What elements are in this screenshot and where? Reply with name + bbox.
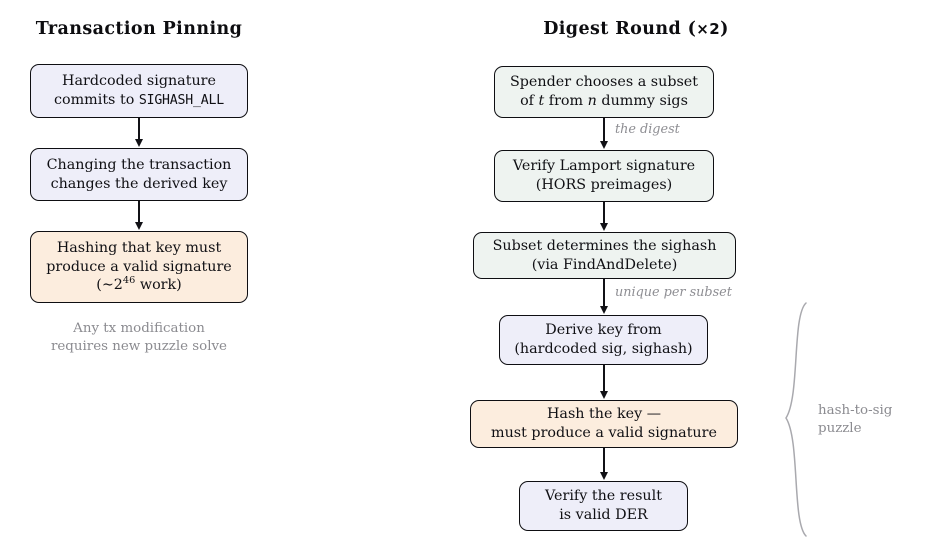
node-line: produce a valid signature xyxy=(46,258,232,275)
arrow-hash-to-verify-der xyxy=(603,448,605,473)
math-var-t: t xyxy=(538,93,545,109)
node-line: (HORS preimages) xyxy=(535,177,673,193)
node-line: (via FindAndDelete) xyxy=(531,256,678,273)
node-hash-the-key: Hash the key — must produce a valid sign… xyxy=(470,400,738,448)
node-line: Verify Lamport signature xyxy=(512,158,696,175)
page-title-digest-round: Digest Round (×2) xyxy=(466,19,806,39)
note-line: requires new puzzle solve xyxy=(50,339,227,355)
node-verify-der: Verify the result is valid DER xyxy=(519,481,688,531)
node-line: Derive key from xyxy=(545,322,662,339)
note-any-tx-modification: Any tx modification requires new puzzle … xyxy=(30,320,248,356)
arrow-subset-to-derive-key xyxy=(603,279,605,307)
node-derive-key: Derive key from (hardcoded sig, sighash) xyxy=(499,315,708,365)
node-hashing-key: Hashing that key must produce a valid si… xyxy=(30,231,248,303)
node-line: must produce a valid signature xyxy=(491,425,717,441)
brace-label-line: puzzle xyxy=(818,421,862,437)
node-line: changes the derived key xyxy=(50,175,228,192)
node-changing-transaction: Changing the transaction changes the der… xyxy=(30,148,248,201)
arrow-derive-key-to-hash xyxy=(603,365,605,392)
node-line-text: commits to xyxy=(54,92,139,108)
node-line: is valid DER xyxy=(559,507,648,523)
node-spender-chooses-subset: Spender chooses a subset of t from n dum… xyxy=(494,66,714,118)
node-line: Hardcoded signature xyxy=(62,73,216,90)
edge-label-unique-per-subset: unique per subset xyxy=(615,285,732,300)
note-line: Any tx modification xyxy=(73,321,205,336)
edge-label-the-digest: the digest xyxy=(615,122,680,137)
node-line: Changing the transaction xyxy=(46,156,232,173)
arrow-spender-to-verify-lamport xyxy=(603,118,605,142)
node-subset-determines-sighash: Subset determines the sighash (via FindA… xyxy=(473,232,736,279)
node-line: (hardcoded sig, sighash) xyxy=(514,341,693,357)
page-title-transaction-pinning: Transaction Pinning xyxy=(35,19,243,39)
arrow-hardcoded-to-changing xyxy=(138,118,140,140)
work-prefix: (∼2 xyxy=(96,277,123,294)
brace-label-hash-to-sig-puzzle: hash-to-sig puzzle xyxy=(818,402,892,438)
node-verify-lamport-signature: Verify Lamport signature (HORS preimages… xyxy=(494,150,714,202)
grouping-brace xyxy=(785,302,807,537)
node-line-work-estimate: (∼246 work) xyxy=(96,276,182,295)
node-line-text: of xyxy=(520,93,539,109)
node-line: Hash the key — xyxy=(546,406,662,423)
digest-round-multiplier: (×2) xyxy=(687,19,729,39)
arrow-changing-to-hashing xyxy=(138,201,140,223)
node-line-text: dummy sigs xyxy=(596,93,688,109)
digest-round-label: Digest Round xyxy=(543,19,682,39)
arrow-verify-lamport-to-subset xyxy=(603,202,605,224)
node-line: Hashing that key must xyxy=(56,240,222,257)
sighash-all-token: SIGHASH_ALL xyxy=(138,93,224,108)
node-line: Verify the result xyxy=(545,488,662,505)
math-var-n: n xyxy=(587,93,597,109)
work-exponent: 46 xyxy=(122,275,136,287)
node-line: Subset determines the sighash xyxy=(492,237,717,254)
node-line-text: from xyxy=(544,93,588,109)
node-line: commits to SIGHASH_ALL xyxy=(54,91,224,110)
brace-label-line: hash-to-sig xyxy=(818,403,893,418)
node-line: Spender chooses a subset xyxy=(509,74,699,91)
work-suffix: work) xyxy=(135,277,182,294)
node-hardcoded-signature: Hardcoded signature commits to SIGHASH_A… xyxy=(30,64,248,118)
node-line: of t from n dummy sigs xyxy=(520,92,688,111)
